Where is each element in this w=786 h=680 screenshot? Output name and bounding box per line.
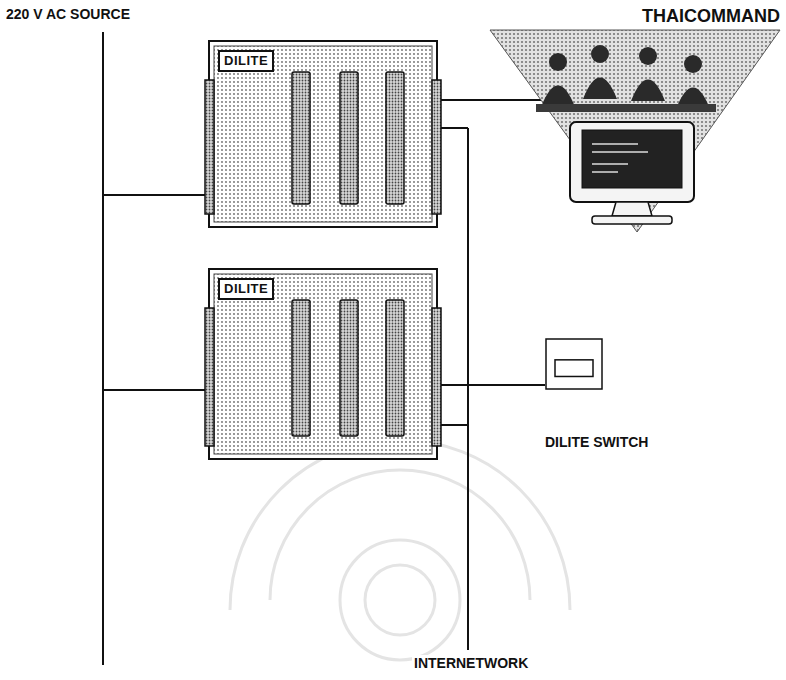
signal-wire <box>438 99 541 101</box>
station-name: THAICOMMAND <box>642 6 780 26</box>
device-name: DILITE SWITCH <box>545 434 648 451</box>
dilite-module: DILITE <box>208 40 438 228</box>
dilite-module: DILITE <box>208 268 438 460</box>
switch-outline <box>545 338 603 390</box>
tri-outline <box>488 4 782 236</box>
network-bus-label: INTERNETWORK <box>412 655 530 672</box>
watermark-seal <box>230 440 570 660</box>
switch-box: DILITE SWITCH <box>545 338 603 390</box>
signal-wire <box>438 384 545 386</box>
module-name: DILITE <box>218 50 274 72</box>
bus-wire <box>103 32 468 665</box>
command-center-triangle: THAICOMMAND <box>488 4 782 236</box>
power-bus-label: 220 V AC SOURCE <box>4 6 132 23</box>
module-name: DILITE <box>218 278 274 300</box>
